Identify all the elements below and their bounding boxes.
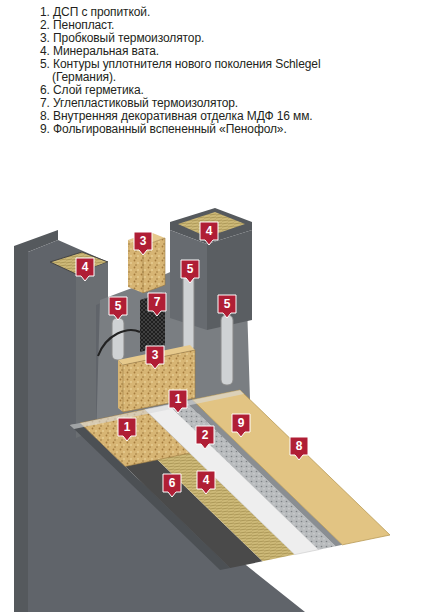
callout-number: 6 [163, 474, 181, 492]
legend-list: 1. ДСП с пропиткой.2. Пенопласт.3. Пробк… [40, 6, 370, 136]
callout-number: 9 [232, 414, 250, 432]
legend-item: 5. Контуры уплотнителя нового поколения … [40, 58, 370, 84]
callout-number: 3 [146, 346, 164, 364]
legend-item: 6. Слой герметика. [40, 84, 370, 97]
legend-item: 4. Минеральная вата. [40, 45, 370, 58]
legend-item: 8. Внутренняя декоративная отделка МДФ 1… [40, 110, 370, 123]
callout-number: 4 [200, 222, 218, 240]
callout-number: 5 [181, 260, 199, 278]
callout-number: 4 [197, 471, 215, 489]
callout-number: 1 [169, 390, 187, 408]
legend-item: 7. Углепластиковый термоизолятор. [40, 97, 370, 110]
legend-item: 2. Пенопласт. [40, 19, 370, 32]
callout-number: 7 [148, 293, 166, 311]
callout-number: 5 [218, 295, 236, 313]
legend-item: 9. Фольгированный вспененный «Пенофол». [40, 123, 370, 136]
legend-item: 1. ДСП с пропиткой. [40, 6, 370, 19]
callout-number: 1 [118, 418, 136, 436]
legend-item: 3. Пробковый термоизолятор. [40, 32, 370, 45]
callout-number: 2 [196, 426, 214, 444]
callout-number: 4 [76, 258, 94, 276]
callout-number: 5 [109, 297, 127, 315]
callout-number: 3 [134, 232, 152, 250]
callout-number: 8 [290, 437, 308, 455]
